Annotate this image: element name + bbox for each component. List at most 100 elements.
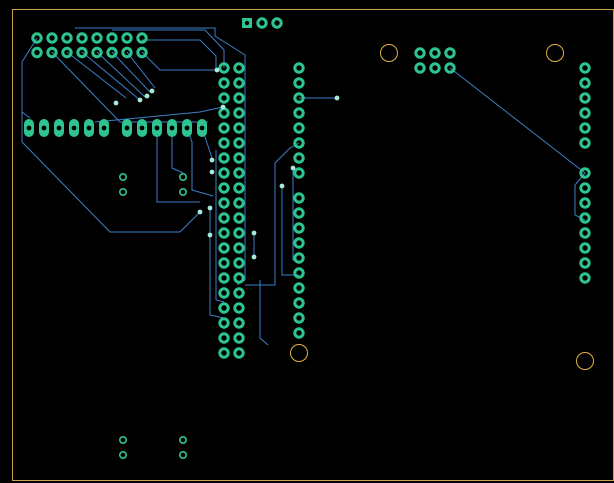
pin-pad	[444, 47, 456, 59]
via	[214, 67, 220, 73]
mounting-hole	[546, 44, 564, 62]
small-pad	[179, 188, 188, 197]
trace	[171, 128, 184, 174]
trace	[112, 29, 225, 68]
pin-pad	[76, 46, 88, 59]
via	[251, 230, 257, 236]
pin-pad	[91, 46, 103, 59]
small-pad	[179, 173, 188, 182]
pin-pad	[293, 167, 305, 179]
pin-pad	[61, 46, 73, 59]
via	[334, 95, 340, 101]
pin-pad	[106, 46, 118, 59]
pin-pad	[293, 222, 305, 234]
pin-pad	[444, 62, 456, 74]
pin-pad	[233, 242, 245, 254]
oval-pin-pad-hole	[101, 125, 107, 131]
via	[290, 165, 296, 171]
via	[113, 100, 119, 106]
pin-pad	[293, 122, 305, 134]
mounting-hole	[380, 44, 398, 62]
pin-pad	[293, 312, 305, 324]
pin-pad	[218, 182, 230, 194]
via	[137, 97, 143, 103]
trace	[111, 51, 151, 93]
trace	[66, 51, 127, 99]
pin-pad	[293, 152, 305, 164]
pin-pad	[579, 227, 591, 239]
pin-pad	[293, 62, 305, 74]
trace	[96, 51, 146, 98]
small-pad	[119, 188, 128, 197]
pin-pad	[218, 92, 230, 104]
pin-pad	[218, 137, 230, 149]
via	[149, 88, 155, 94]
trace	[186, 127, 214, 197]
pin-pad	[218, 227, 230, 239]
pin-pad	[293, 267, 305, 279]
trace	[209, 210, 225, 319]
trace	[51, 51, 208, 123]
pin-pad	[218, 242, 230, 254]
pin-pad	[121, 46, 133, 59]
pin-pad	[233, 167, 245, 179]
oval-pin-pad-hole	[184, 125, 190, 131]
mounting-hole	[576, 352, 594, 370]
small-pad	[179, 435, 188, 444]
pin-pad	[233, 227, 245, 239]
pin-pad	[218, 62, 230, 74]
pin-pad	[579, 122, 591, 134]
via	[207, 205, 213, 211]
pin-pad	[579, 62, 591, 74]
trace	[156, 128, 200, 203]
trace	[81, 51, 141, 101]
pin-pad	[293, 252, 305, 264]
oval-pin-pad-hole	[41, 125, 47, 131]
pin-pad	[233, 332, 245, 344]
pin-pad	[271, 17, 283, 29]
pin-pad	[579, 272, 591, 284]
trace	[126, 51, 156, 89]
pin-pad	[429, 47, 441, 59]
pin-pad	[579, 167, 591, 179]
pin-pad	[233, 197, 245, 209]
pin-pad	[579, 197, 591, 209]
via	[144, 93, 150, 99]
trace	[245, 163, 276, 286]
pin-pad	[61, 32, 73, 44]
mounting-hole	[290, 344, 308, 362]
pin-pad	[218, 152, 230, 164]
pin-pad	[121, 32, 133, 44]
small-pad	[119, 435, 128, 444]
pin-pad	[293, 237, 305, 249]
small-pad	[119, 450, 128, 459]
via	[207, 232, 213, 238]
pin-pad	[91, 32, 103, 44]
pin-pad	[579, 107, 591, 119]
trace	[94, 106, 224, 123]
pin-pad	[579, 92, 591, 104]
oval-pin-pad-hole	[139, 125, 145, 131]
oval-pin-pad-hole	[26, 125, 32, 131]
small-pad	[119, 173, 128, 182]
via	[197, 209, 203, 215]
pin-pad	[233, 77, 245, 89]
oval-pin-pad-hole	[169, 125, 175, 131]
pin-pad	[579, 77, 591, 89]
pin-pad	[414, 47, 426, 59]
pin-pad	[218, 257, 230, 269]
pin-pad	[46, 32, 58, 44]
oval-pin-pad-hole	[154, 125, 160, 131]
pin-pad	[233, 272, 245, 284]
pin-pad	[293, 77, 305, 89]
pin-pad	[233, 182, 245, 194]
pin-pad	[233, 62, 245, 74]
pin-pad	[76, 32, 88, 44]
pin-pad	[218, 122, 230, 134]
pin-pad	[218, 77, 230, 89]
trace	[21, 82, 31, 119]
trace	[281, 186, 299, 276]
vias-layer	[113, 67, 340, 260]
pin-pad	[233, 137, 245, 149]
pin-pad	[31, 46, 43, 59]
